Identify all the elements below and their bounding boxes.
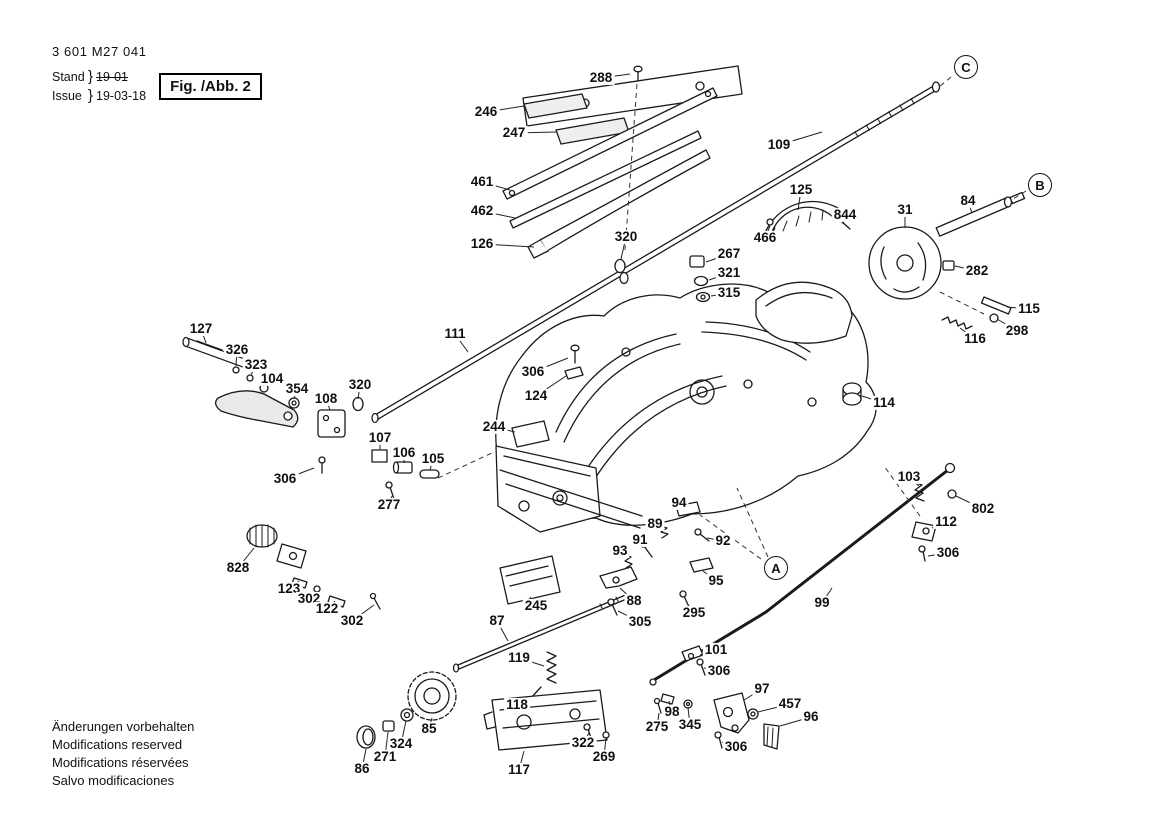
leader-line [821,587,833,604]
leader-line [518,657,545,667]
leader-line [779,716,812,727]
leader-line [481,210,516,219]
leader-line [264,378,273,386]
leader-line [721,741,737,748]
leader-line [481,243,535,248]
legal-note: Änderungen vorbehalten Modifications res… [52,718,194,790]
leader-line [496,620,509,642]
leader-line [842,214,846,225]
diagram-art [182,65,1026,751]
leader-line [686,602,695,614]
stand-value: 19-01 [96,70,128,84]
leader-line [351,604,375,622]
leader-line [454,333,469,353]
leader-line [708,272,730,281]
figure-label: Fig. /Abb. 2 [159,73,262,101]
leader-line [325,398,331,411]
leader-line [600,73,631,79]
leader-line [361,748,367,770]
leader-line [429,458,434,471]
stand-label: Stand [52,70,85,84]
leader-line [200,328,207,344]
leader-line [908,476,920,487]
note-line: Modifications reserved [52,736,183,752]
leader-line [955,495,984,510]
leader-line [954,265,978,272]
leader-line [400,720,407,745]
leader-line [388,495,393,506]
leader-line [687,707,691,726]
leader-line [518,750,525,771]
leader-line [237,547,255,569]
leader-line [778,131,823,146]
leader-line [705,253,730,263]
leader-line [485,105,525,113]
leader-line [757,703,791,713]
leader-line [357,384,361,400]
leader-line [656,712,660,728]
leader-line [927,552,949,557]
stand-row: Stand}19-01 [52,68,146,87]
leader-line [959,327,976,340]
issue-label: Issue [52,88,82,103]
leader-line [703,667,720,672]
leader-line [743,688,763,701]
leader-line [293,388,298,400]
document-number: 3 601 M27 041 [52,44,147,59]
leader-line [384,731,389,758]
leader-line [513,131,557,134]
note-line: Änderungen vorbehalten [52,719,195,734]
leader-line [481,181,511,191]
leader-line [967,200,973,214]
leader-line [702,570,717,582]
leader-line [797,189,802,211]
brace-glyph: } [88,68,94,85]
issue-value: 19-03-18 [96,88,147,103]
leader-line [284,467,315,480]
note-line: Salvo modificaciones [52,772,175,788]
note-line: Modifications réservées [52,754,189,770]
brace-glyph: } [88,86,94,104]
leader-line [996,318,1018,332]
leader-line [617,610,641,623]
leader-line [308,591,318,600]
revision-block: Stand}19-01 Issue}19-03-18 [52,68,146,106]
issue-row: Issue}19-03-18 [52,87,146,106]
title-block: 3 601 M27 041 Stand}19-01 Issue}19-03-18… [52,44,262,106]
